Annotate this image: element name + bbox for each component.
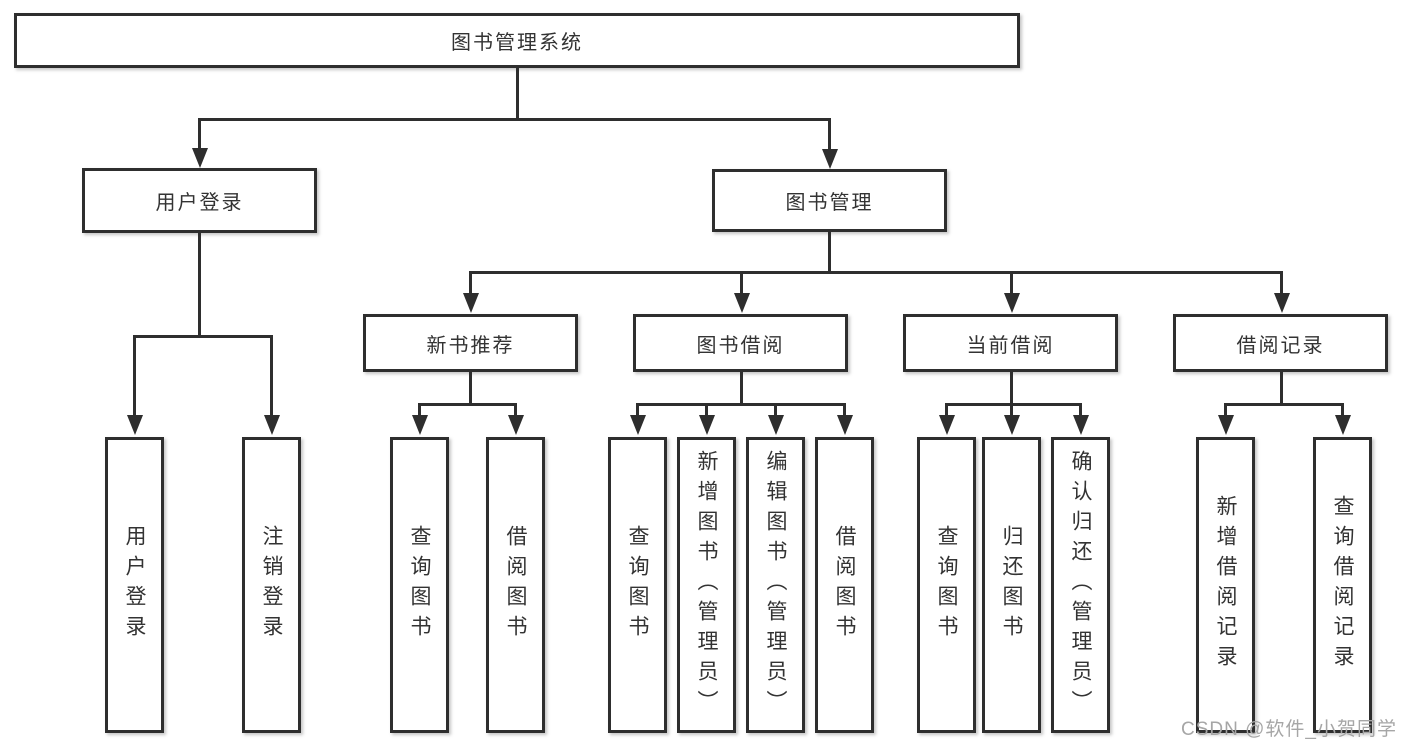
leaf-query-borrow-record: 查询借阅记录 — [1313, 437, 1372, 733]
arrowhead — [699, 415, 715, 435]
arrowhead — [837, 415, 853, 435]
connector-line — [133, 335, 273, 338]
node-root: 图书管理系统 — [14, 13, 1020, 68]
arrowhead — [127, 415, 143, 435]
connector-line — [514, 403, 517, 416]
connector-line — [1010, 372, 1013, 405]
leaf-newrec-query-books: 查询图书 — [390, 437, 449, 733]
connector-line — [705, 403, 708, 416]
arrowhead — [1218, 415, 1234, 435]
connector-line — [1280, 372, 1283, 405]
arrowhead — [1335, 415, 1351, 435]
arrowhead — [192, 148, 208, 168]
connector-line — [774, 403, 777, 416]
leaf-logout: 注销登录 — [242, 437, 301, 733]
leaf-return-books-label: 归还图书 — [1000, 525, 1023, 645]
arrowhead — [412, 415, 428, 435]
arrowhead — [734, 293, 750, 313]
leaf-confirm-return-admin-label: 确认归还（管理员） — [1069, 450, 1092, 720]
arrowhead — [508, 415, 524, 435]
node-new-book-recommend: 新书推荐 — [363, 314, 578, 372]
leaf-add-borrow-record: 新增借阅记录 — [1196, 437, 1255, 733]
node-new-book-recommend-label: 新书推荐 — [426, 334, 515, 357]
connector-line — [1010, 271, 1013, 293]
arrowhead — [939, 415, 955, 435]
connector-line — [270, 335, 273, 415]
node-book-management-group: 图书管理 — [712, 169, 947, 232]
connector-line — [469, 271, 472, 293]
node-book-management-group-label: 图书管理 — [785, 192, 874, 214]
leaf-newrec-query-books-label: 查询图书 — [408, 525, 431, 645]
leaf-borrow-books-label: 借阅图书 — [833, 525, 856, 645]
leaf-borrow-query-books: 查询图书 — [608, 437, 667, 733]
leaf-current-query-books: 查询图书 — [917, 437, 976, 733]
node-book-borrowing: 图书借阅 — [633, 314, 848, 372]
connector-line — [1280, 271, 1283, 293]
connector-line — [1010, 403, 1013, 416]
connector-line — [516, 68, 519, 120]
leaf-borrow-query-books-label: 查询图书 — [626, 525, 649, 645]
node-current-borrowing-label: 当前借阅 — [966, 334, 1055, 357]
node-root-label: 图书管理系统 — [451, 32, 583, 54]
arrowhead — [1004, 293, 1020, 313]
connector-line — [828, 232, 831, 273]
leaf-edit-books-admin-label: 编辑图书（管理员） — [764, 450, 787, 720]
connector-line — [469, 372, 472, 405]
connector-line — [636, 403, 846, 406]
connector-line — [1079, 403, 1082, 416]
connector-line — [198, 233, 201, 337]
leaf-add-books-admin: 新增图书（管理员） — [677, 437, 736, 733]
connector-line — [469, 271, 1283, 274]
connector-line — [1224, 403, 1344, 406]
arrowhead — [463, 293, 479, 313]
connector-line — [828, 118, 831, 149]
connector-line — [740, 271, 743, 293]
connector-line — [636, 403, 639, 416]
leaf-logout-label: 注销登录 — [260, 525, 283, 645]
connector-line — [1341, 403, 1344, 416]
arrowhead — [768, 415, 784, 435]
connector-line — [945, 403, 948, 416]
arrowhead — [1073, 415, 1089, 435]
connector-line — [198, 118, 831, 121]
leaf-current-query-books-label: 查询图书 — [935, 525, 958, 645]
leaf-add-borrow-record-label: 新增借阅记录 — [1214, 495, 1237, 675]
connector-line — [945, 403, 1082, 406]
leaf-edit-books-admin: 编辑图书（管理员） — [746, 437, 805, 733]
leaf-borrow-books: 借阅图书 — [815, 437, 874, 733]
arrowhead — [1004, 415, 1020, 435]
leaf-confirm-return-admin: 确认归还（管理员） — [1051, 437, 1110, 733]
arrowhead — [630, 415, 646, 435]
connector-line — [133, 335, 136, 415]
leaf-query-borrow-record-label: 查询借阅记录 — [1331, 495, 1354, 675]
leaf-add-books-admin-label: 新增图书（管理员） — [695, 450, 718, 720]
leaf-user-login-label: 用户登录 — [123, 525, 146, 645]
leaf-return-books: 归还图书 — [982, 437, 1041, 733]
arrowhead — [264, 415, 280, 435]
leaf-newrec-borrow-books-label: 借阅图书 — [504, 525, 527, 645]
connector-line — [843, 403, 846, 416]
arrowhead — [822, 149, 838, 169]
connector-line — [1224, 403, 1227, 416]
connector-line — [198, 118, 201, 148]
node-current-borrowing: 当前借阅 — [903, 314, 1118, 372]
leaf-newrec-borrow-books: 借阅图书 — [486, 437, 545, 733]
connector-line — [418, 403, 421, 416]
node-borrowing-records: 借阅记录 — [1173, 314, 1388, 372]
leaf-user-login: 用户登录 — [105, 437, 164, 733]
connector-line — [740, 372, 743, 405]
node-user-login-group: 用户登录 — [82, 168, 317, 233]
csdn-watermark: CSDN @软件_小贺同学 — [1181, 719, 1397, 740]
arrowhead — [1274, 293, 1290, 313]
node-book-borrowing-label: 图书借阅 — [696, 334, 785, 357]
connector-line — [418, 403, 517, 406]
node-borrowing-records-label: 借阅记录 — [1236, 334, 1325, 357]
node-user-login-group-label: 用户登录 — [155, 192, 244, 214]
